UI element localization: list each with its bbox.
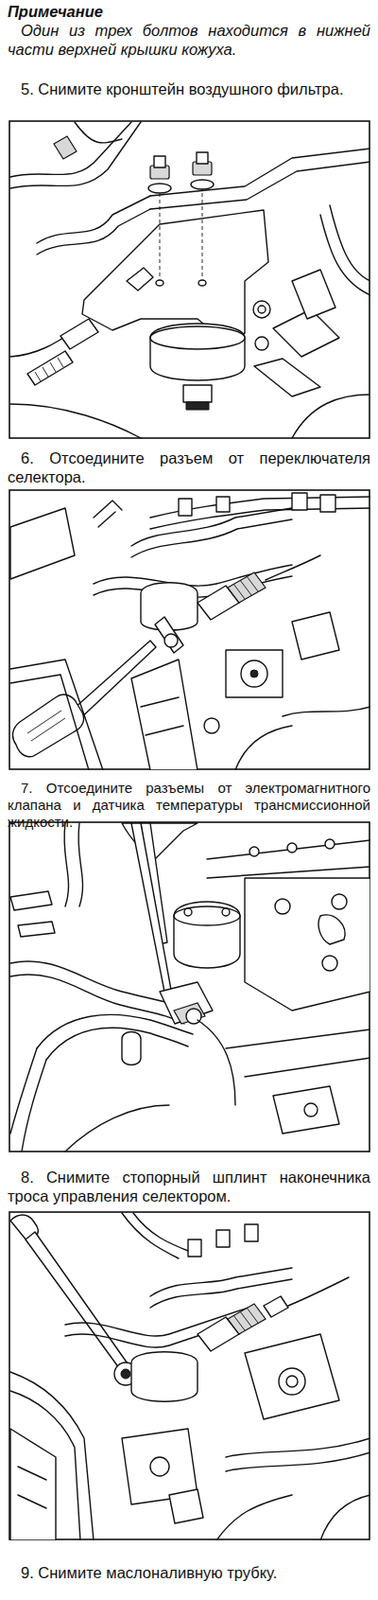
note-heading: Примечание	[7, 1, 371, 21]
step-text: 7. Отсоедините разъемы от электромагнитн…	[7, 778, 371, 830]
connector-illustration	[8, 488, 371, 770]
cable-end-illustration	[8, 1209, 371, 1539]
step-text: 9. Снимите маслоналивную трубку.	[7, 1561, 371, 1581]
solenoid-illustration	[8, 820, 371, 1152]
step-text: 5. Снимите кронштейн воздушного фильтра.	[7, 79, 371, 99]
step-text: 8. Снимите стопорный шплинт наконечника …	[7, 1166, 371, 1204]
note-text: Один из трех болтов находится в нижней ч…	[7, 20, 371, 59]
bracket-illustration	[8, 120, 371, 439]
step-text: 6. Отсоедините разъем от переключателя с…	[7, 447, 371, 486]
